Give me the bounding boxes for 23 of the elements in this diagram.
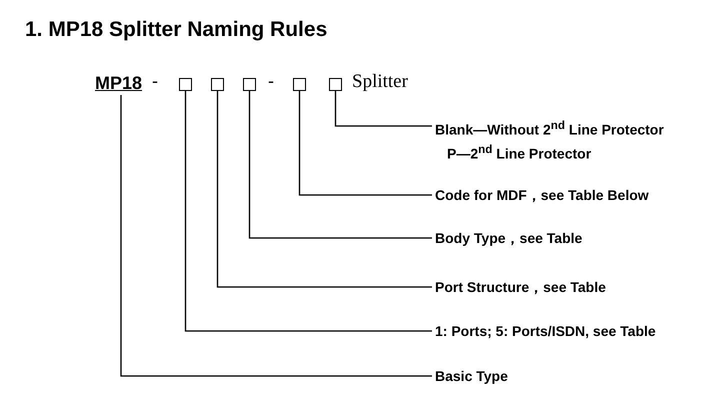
description-text: Blank—Without 2$^{nd}$ Line Protector (435, 118, 664, 140)
dash: - (268, 71, 274, 92)
empty-box (179, 78, 192, 91)
description-text: Port Structure，see Table (435, 278, 606, 297)
empty-box (329, 78, 342, 91)
empty-box (243, 78, 256, 91)
model-code: MP18 (95, 73, 142, 94)
empty-box (293, 78, 306, 91)
description-text: Code for MDF，see Table Below (435, 186, 649, 205)
description-text: Basic Type (435, 367, 508, 386)
title: 1. MP18 Splitter Naming Rules (25, 18, 328, 42)
description-text: Body Type，see Table (435, 229, 582, 248)
dash: - (152, 71, 158, 92)
leader-line (216, 91, 432, 288)
description-text: P—2$^{nd}$ Line Protector (446, 142, 592, 164)
suffix-text: Splitter (352, 71, 408, 93)
leader-line (298, 91, 432, 196)
leader-line (334, 91, 432, 127)
empty-box (211, 78, 224, 91)
leader-line (120, 95, 432, 377)
leader-line (184, 91, 432, 332)
description-text: 1: Ports; 5: Ports/ISDN, see Table (435, 322, 656, 341)
leader-line (248, 91, 432, 239)
